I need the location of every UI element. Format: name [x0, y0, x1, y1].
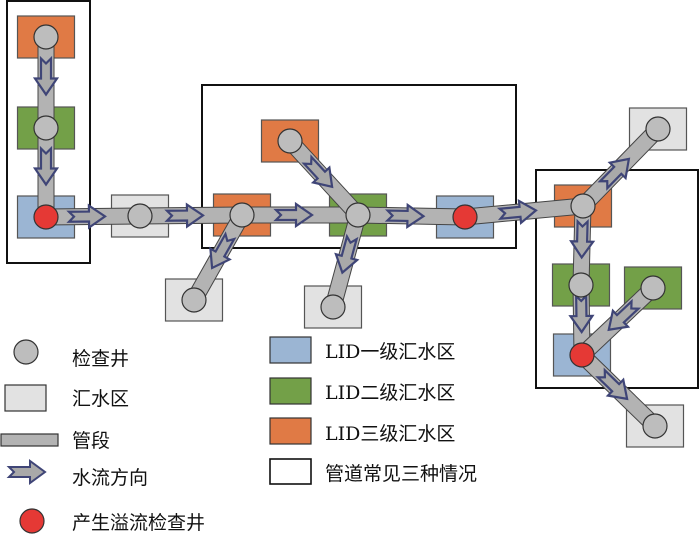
flow-arrow-n7-n8 [301, 154, 334, 189]
legend-label-manhole: 检查井 [72, 348, 129, 370]
manhole-n8 [345, 202, 371, 228]
lid3-swatch-icon [269, 417, 312, 445]
legend-label-overflow: 产生溢流检查井 [72, 512, 205, 534]
manhole-n1 [33, 24, 59, 50]
flow-arrow-icon [164, 202, 205, 229]
flow-arrow-icon [273, 201, 314, 229]
legend-item-frame: 管道常见三种情况 [269, 458, 477, 485]
flow-arrow-n4-n5 [164, 202, 205, 229]
legend-label-flow: 水流方向 [72, 467, 148, 489]
flow-arrow-icon [32, 145, 60, 187]
lid1-swatch-icon [269, 336, 312, 364]
manhole-n4 [127, 203, 153, 229]
manhole-n13 [568, 272, 594, 298]
overflow-manhole-n15 [569, 342, 595, 368]
flow-arrow-n3-n4 [66, 203, 107, 230]
manhole-n7 [277, 128, 303, 154]
flow-arrow-n13-n15 [568, 293, 595, 334]
nodes-layer [33, 24, 671, 439]
pipe-icon [0, 433, 59, 447]
flow-arrow-icon [6, 459, 47, 485]
flow-arrow-n5-n6 [209, 231, 237, 270]
legend-item-lid3: LID三级汇水区 [269, 417, 455, 445]
flow-arrow-n2-n3 [32, 145, 60, 187]
legend-label-pipe: 管段 [72, 430, 110, 452]
catchment-icon [4, 384, 47, 412]
manhole-n14 [640, 275, 666, 301]
flow-arrow-n15-n16 [595, 367, 629, 401]
legend-item-flow: 水流方向 [6, 459, 148, 489]
flow-arrow-icon [301, 154, 334, 189]
flow-arrow-icon [569, 218, 596, 260]
flow-arrow-icon [595, 367, 629, 401]
manhole-icon [13, 339, 39, 365]
flow-arrow-icon [209, 231, 237, 270]
lid2-swatch-icon [269, 377, 312, 405]
flow-arrow-n8-n10 [384, 202, 426, 229]
frame-swatch-icon [269, 458, 312, 485]
overflow-manhole-icon [19, 508, 45, 534]
flow-arrow-icon [597, 157, 631, 191]
flow-arrow-icon [66, 203, 107, 230]
manhole-n5 [229, 202, 255, 228]
flow-arrow-icon [334, 233, 360, 275]
legend-item-catchment: 汇水区 [4, 384, 129, 412]
frame-case-1 [6, 0, 91, 264]
flow-arrow-n11-n12 [597, 157, 631, 191]
flow-arrow-n8-n9 [334, 233, 360, 275]
manhole-n12 [645, 116, 671, 142]
legend-label-frame: 管道常见三种情况 [325, 463, 477, 485]
legend-item-pipe: 管段 [0, 430, 110, 452]
flow-arrow-n1-n2 [32, 55, 60, 97]
legend-item-overflow: 产生溢流检查井 [19, 508, 205, 534]
legend-item-manhole: 检查井 [13, 339, 129, 370]
manhole-n2 [33, 115, 59, 141]
flow-arrow-icon [32, 55, 60, 97]
arrows-layer [32, 55, 642, 401]
overflow-manhole-n3 [33, 204, 59, 230]
manhole-n6 [181, 287, 207, 313]
legend-label-lid3: LID三级汇水区 [325, 423, 455, 445]
flow-arrow-icon [496, 198, 538, 226]
flow-arrow-n11-n13 [569, 218, 596, 260]
flow-arrow-icon [384, 202, 426, 229]
legend-label-catchment: 汇水区 [72, 388, 129, 410]
flow-arrow-n14-n15 [607, 298, 642, 332]
legend-left: 检查井 汇水区 管段 水流方向 产生溢流检查井 [0, 339, 205, 534]
legend-label-lid2: LID二级汇水区 [325, 382, 455, 404]
frame-case-2 [201, 84, 517, 249]
manhole-n16 [642, 413, 668, 439]
flow-arrow-icon [568, 293, 595, 334]
legend-right: LID一级汇水区 LID二级汇水区 LID三级汇水区 管道常见三种情况 [269, 336, 477, 485]
manhole-n9 [320, 294, 346, 320]
legend-item-lid2: LID二级汇水区 [269, 377, 455, 405]
flow-arrow-n10-n11 [496, 198, 538, 226]
overflow-manhole-n10 [452, 204, 478, 230]
flow-arrow-n5-n8 [273, 201, 314, 229]
flow-arrow-icon [607, 298, 642, 332]
manhole-n11 [570, 193, 596, 219]
legend-item-lid1: LID一级汇水区 [269, 336, 455, 364]
legend-label-lid1: LID一级汇水区 [325, 341, 455, 363]
